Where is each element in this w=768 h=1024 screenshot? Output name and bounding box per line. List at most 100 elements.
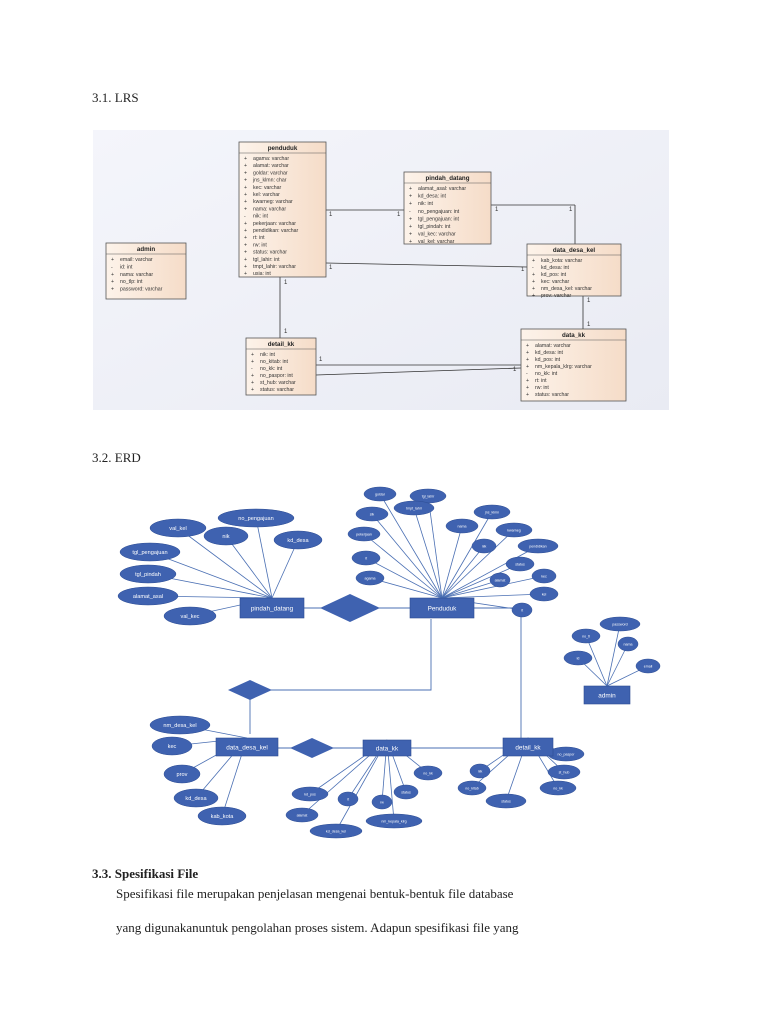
lrs-field: status: varchar <box>260 387 294 393</box>
erd-attribute-data_kk: status <box>393 784 419 800</box>
lrs-field: pendidikan: varchar <box>253 228 299 234</box>
lrs-field: alamat: varchar <box>535 343 571 349</box>
erd-attribute-label: tgl_lahir <box>422 494 435 498</box>
attribute-link-line <box>441 511 493 599</box>
lrs-field-visibility: - <box>244 214 246 220</box>
erd-attribute-penduduk: nama <box>445 518 479 534</box>
lrs-field: kd_desa: int <box>418 194 447 200</box>
erd-entity-label: data_desa_kel <box>226 744 268 751</box>
lrs-multiplicity: 1 <box>513 367 517 373</box>
erd-attribute-label: nama <box>624 642 633 646</box>
erd-entity-label: detail_kk <box>515 744 541 751</box>
lrs-field: status: varchar <box>253 250 287 256</box>
erd-attribute-detail_kk: no_paspor <box>547 746 585 762</box>
lrs-field-visibility: + <box>244 163 247 169</box>
erd-entity-admin: admin <box>583 685 631 705</box>
erd-entity-penduduk: Penduduk <box>409 597 475 619</box>
erd-attribute-label: no_kk <box>553 786 563 790</box>
lrs-field-visibility: + <box>251 380 254 386</box>
attribute-link-line <box>441 545 539 599</box>
erd-attribute-label: kwarneg <box>507 528 521 532</box>
lrs-field: rt: int <box>535 378 547 384</box>
erd-attribute-label: alamat <box>495 578 506 582</box>
erd-attribute-penduduk: goldar <box>363 486 397 502</box>
erd-attribute-label: kd_desa <box>287 538 309 544</box>
attribute-link-line <box>427 495 443 599</box>
lrs-field-visibility: + <box>409 216 412 222</box>
erd-attribute-label: kel <box>542 592 547 596</box>
lrs-table-title: data_desa_kel <box>553 247 596 254</box>
erd-entity-label: pindah_datang <box>251 605 294 612</box>
erd-attribute-penduduk: pekerjaan <box>347 526 381 542</box>
erd-entity-pindah_datang: pindah_datang <box>239 597 305 619</box>
lrs-field: kd_desa: int <box>541 265 570 271</box>
erd-attribute-label: nik <box>482 544 487 548</box>
erd-attribute-label: val_kel <box>169 526 186 532</box>
lrs-field: nm_desa_kel: varchar <box>541 286 592 292</box>
lrs-field: val_kec: varchar <box>418 232 456 238</box>
attribute-link-line <box>379 493 443 599</box>
lrs-multiplicity: 1 <box>521 267 525 273</box>
erd-entity-data_kk: data_kk <box>362 739 412 757</box>
spec-paragraph-line-1: Spesifikasi file merupakan penjelasan me… <box>116 886 514 901</box>
attribute-link-line <box>441 529 515 599</box>
lrs-multiplicity: 1 <box>397 212 401 218</box>
lrs-field: rw: int <box>253 242 267 248</box>
attribute-link-line <box>255 517 273 599</box>
lrs-multiplicity: 1 <box>329 265 333 271</box>
lrs-field-visibility: + <box>526 357 529 363</box>
lrs-field-visibility: + <box>532 258 535 264</box>
lrs-table-title: detail_kk <box>268 341 295 348</box>
attribute-link-line <box>585 635 608 687</box>
erd-entity-label: Penduduk <box>428 605 458 612</box>
erd-attribute-penduduk: alamat <box>489 572 511 588</box>
erd-attribute-data_kk: kd_desa_kel <box>309 823 363 839</box>
erd-attribute-label: no_tl <box>582 634 590 638</box>
lrs-field: kd_pos: int <box>541 272 567 278</box>
erd-attribute-data_kk: nm_kepala_klrg <box>365 813 423 829</box>
erd-attribute-data_desa_kel: prov <box>163 764 201 784</box>
lrs-table-data_kk: data_kk+alamat: varchar+kd_desa: int+kd_… <box>520 328 627 402</box>
lrs-table-penduduk: penduduk+agama: varchar+alamat: varchar+… <box>238 141 327 278</box>
erd-attribute-admin: id <box>563 650 593 666</box>
lrs-field-visibility: + <box>244 185 247 191</box>
erd-attribute-label: kd_desa_kel <box>326 829 346 833</box>
erd-attribute-label: pekerjaan <box>356 532 372 536</box>
lrs-table-pindah_datang: pindah_datang+alamat_asal: varchar+kd_de… <box>403 171 492 245</box>
lrs-field: alamat: varchar <box>253 163 289 169</box>
lrs-multiplicity: 1 <box>495 207 499 213</box>
erd-attribute-label: rt <box>365 556 367 560</box>
lrs-field: jns_klmn: char <box>252 178 287 184</box>
erd-heading: 3.2. ERD <box>92 450 141 465</box>
lrs-field: no_paspor: int <box>260 373 293 379</box>
erd-attribute-pindah_datang: tgl_pengajuan <box>119 542 181 562</box>
erd-attribute-penduduk: agama <box>355 570 385 586</box>
erd-attribute-label: tgl_pindah <box>135 572 161 578</box>
attribute-link-line <box>271 539 299 599</box>
erd-attribute-detail_kk: no_kk <box>539 780 577 796</box>
erd-attribute-label: no_paspor <box>558 752 576 756</box>
erd-attribute-penduduk: slk <box>355 506 389 522</box>
lrs-multiplicity: 1 <box>284 280 288 286</box>
erd-attribute-data_kk: no_kk <box>413 765 443 781</box>
attribute-link-line <box>441 593 545 599</box>
erd-attribute-penduduk: tmpt_lahir <box>393 500 435 516</box>
erd-attribute-label: no_kitab <box>465 786 479 790</box>
lrs-field-visibility: + <box>532 293 535 299</box>
lrs-field-visibility: + <box>251 373 254 379</box>
lrs-field-visibility: + <box>244 199 247 205</box>
erd-attribute-detail_kk: status <box>485 793 527 809</box>
lrs-field: agama: varchar <box>253 156 289 162</box>
lrs-field-visibility: - <box>409 209 411 215</box>
erd-attribute-pindah_datang: nik <box>203 526 249 546</box>
lrs-field-visibility: + <box>409 201 412 207</box>
erd-attribute-label: email <box>644 664 653 668</box>
erd-attribute-label: no_pengajuan <box>238 516 273 522</box>
attribute-link-line <box>606 623 621 687</box>
erd-attribute-label: password <box>612 622 627 626</box>
lrs-field-visibility: - <box>526 371 528 377</box>
erd-attribute-penduduk: kel <box>529 586 559 602</box>
